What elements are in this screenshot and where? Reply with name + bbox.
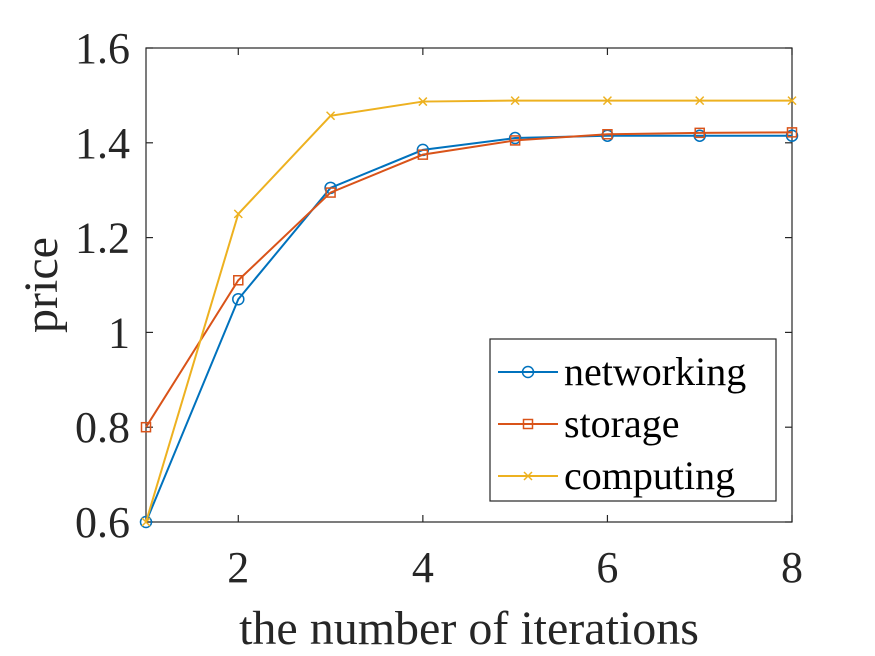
series-storage (140, 127, 798, 433)
data-point-computing (787, 96, 797, 106)
data-point-networking (232, 292, 245, 306)
legend-label-networking: networking (564, 349, 746, 394)
legend: networking storage computing (489, 338, 777, 502)
y-tick-label: 1.6 (75, 24, 130, 73)
x-tick-label: 8 (781, 543, 803, 592)
y-tick-label: 0.8 (75, 403, 130, 452)
data-point-storage (602, 129, 613, 140)
data-point-computing (233, 209, 243, 219)
legend-label-computing: computing (564, 453, 735, 498)
legend-marker-computing (523, 471, 533, 481)
data-point-networking (785, 129, 799, 142)
x-axis-title: the number of iterations (239, 602, 699, 655)
y-tick-label: 1.2 (75, 214, 130, 263)
data-point-storage (786, 127, 798, 138)
data-point-networking (508, 131, 522, 145)
data-point-storage (325, 187, 336, 198)
series-line-computing (145, 99, 792, 523)
data-point-computing (695, 96, 705, 106)
data-point-storage (509, 135, 521, 146)
y-axis-title: price (15, 237, 68, 333)
legend-box (489, 338, 777, 502)
data-point-computing (510, 96, 520, 106)
y-tick-label: 1.4 (75, 119, 130, 168)
y-tick-label: 1 (108, 308, 130, 357)
data-point-computing (602, 96, 612, 106)
series-computing (141, 96, 797, 527)
data-point-storage (417, 149, 429, 160)
data-point-computing (418, 97, 428, 107)
data-point-networking (139, 515, 153, 529)
data-point-computing (326, 111, 336, 121)
x-tick-label: 6 (596, 543, 618, 592)
legend-marker-networking (521, 365, 535, 379)
y-tick-label: 0.6 (75, 498, 130, 547)
legend-marker-storage (522, 418, 534, 430)
series-line-networking (145, 134, 792, 523)
x-tick-label: 2 (227, 543, 249, 592)
series-line-storage (145, 131, 793, 428)
axis-ticks: 2 4 6 8 0.6 0.8 1 1.2 1.4 1.6 (75, 24, 803, 592)
x-tick-label: 4 (412, 543, 434, 592)
data-point-networking (693, 129, 706, 142)
data-point-computing (141, 517, 151, 527)
series-group (139, 96, 799, 529)
legend-label-storage: storage (564, 401, 680, 446)
data-point-storage (233, 275, 244, 286)
data-point-storage (694, 127, 705, 139)
data-point-storage (140, 421, 152, 433)
